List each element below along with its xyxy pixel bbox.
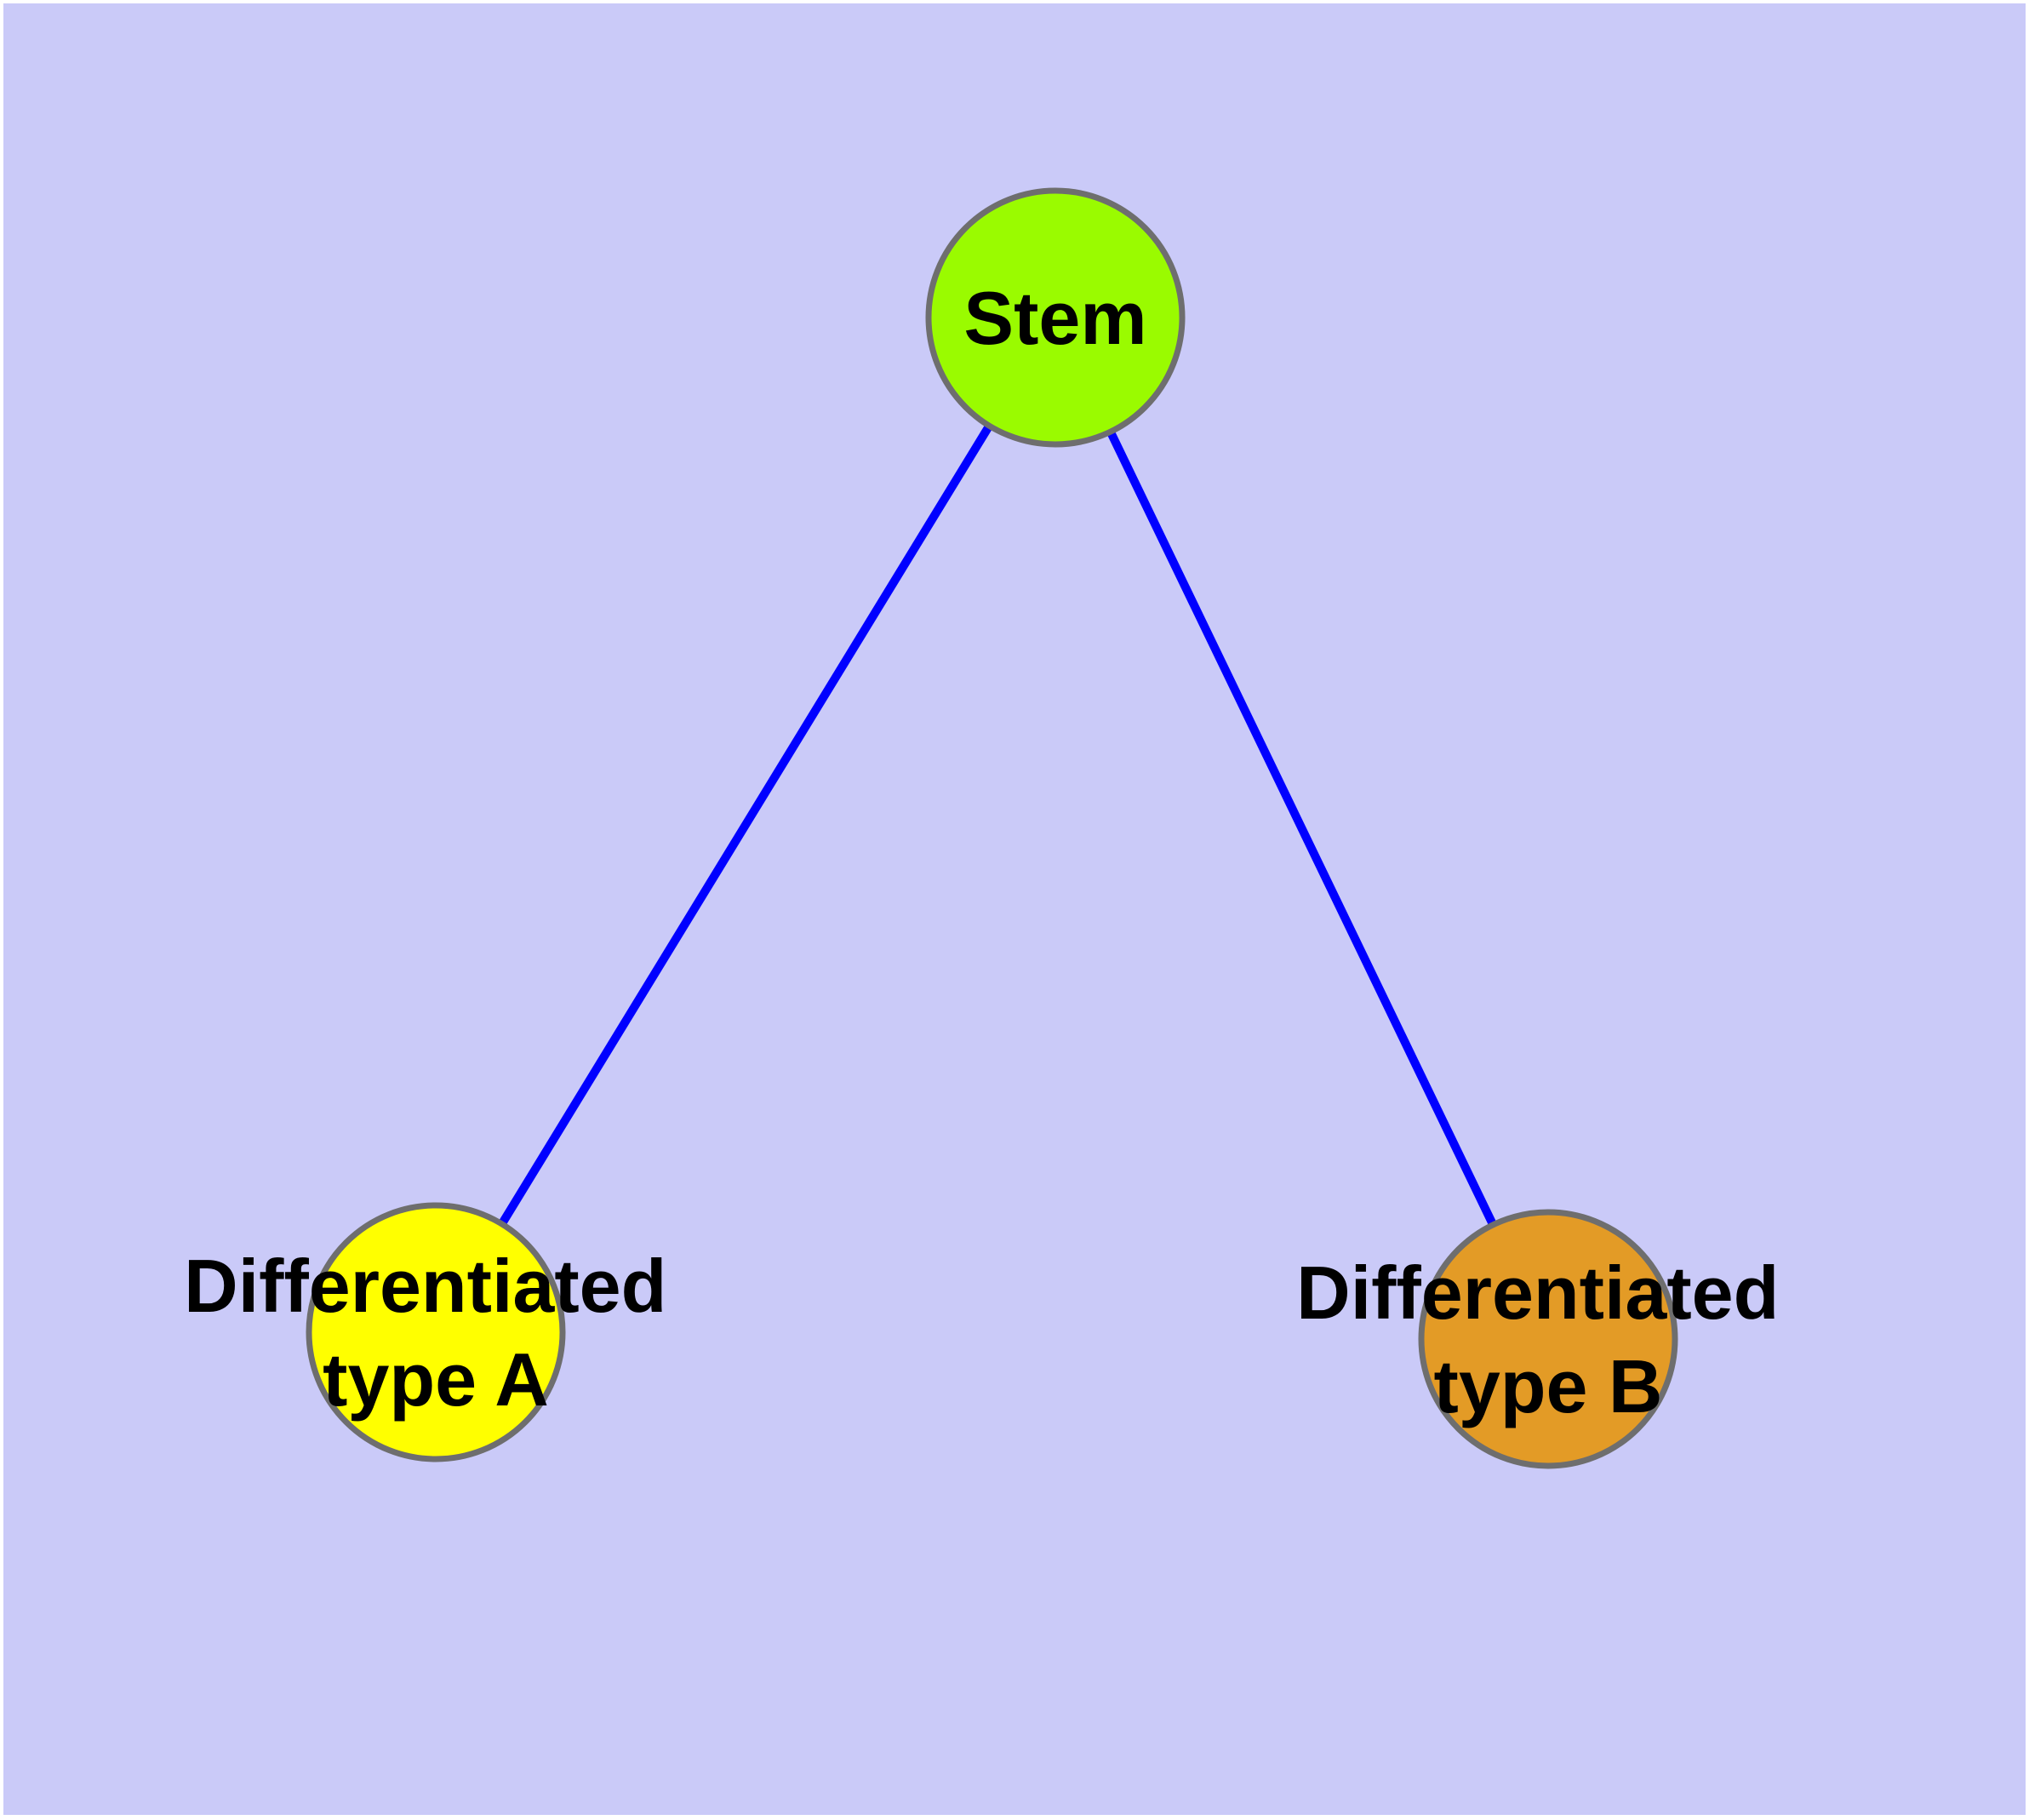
stem-node-circle [925, 187, 1186, 448]
type-b-node: Differentiated type B [1296, 1209, 1800, 1469]
type-a-label-line2: type A [323, 1337, 549, 1422]
type-b-label-line2: type B [1434, 1344, 1663, 1428]
type-a-node-circle [306, 1202, 566, 1462]
type-a-label-line1: Differentiated [184, 1244, 666, 1328]
edge-stem-to-type-a [432, 315, 1060, 1335]
stem-node-label: Stem [963, 276, 1146, 360]
edge-stem-to-type-b [1051, 315, 1552, 1342]
type-b-label-line1: Differentiated [1296, 1251, 1779, 1335]
stem-node: Stem [925, 187, 1186, 448]
type-a-node: Differentiated type A [184, 1202, 688, 1462]
type-b-node-label: Differentiated type B [1296, 1251, 1800, 1428]
type-a-node-label: Differentiated type A [184, 1244, 688, 1422]
type-b-node-circle [1418, 1209, 1678, 1469]
